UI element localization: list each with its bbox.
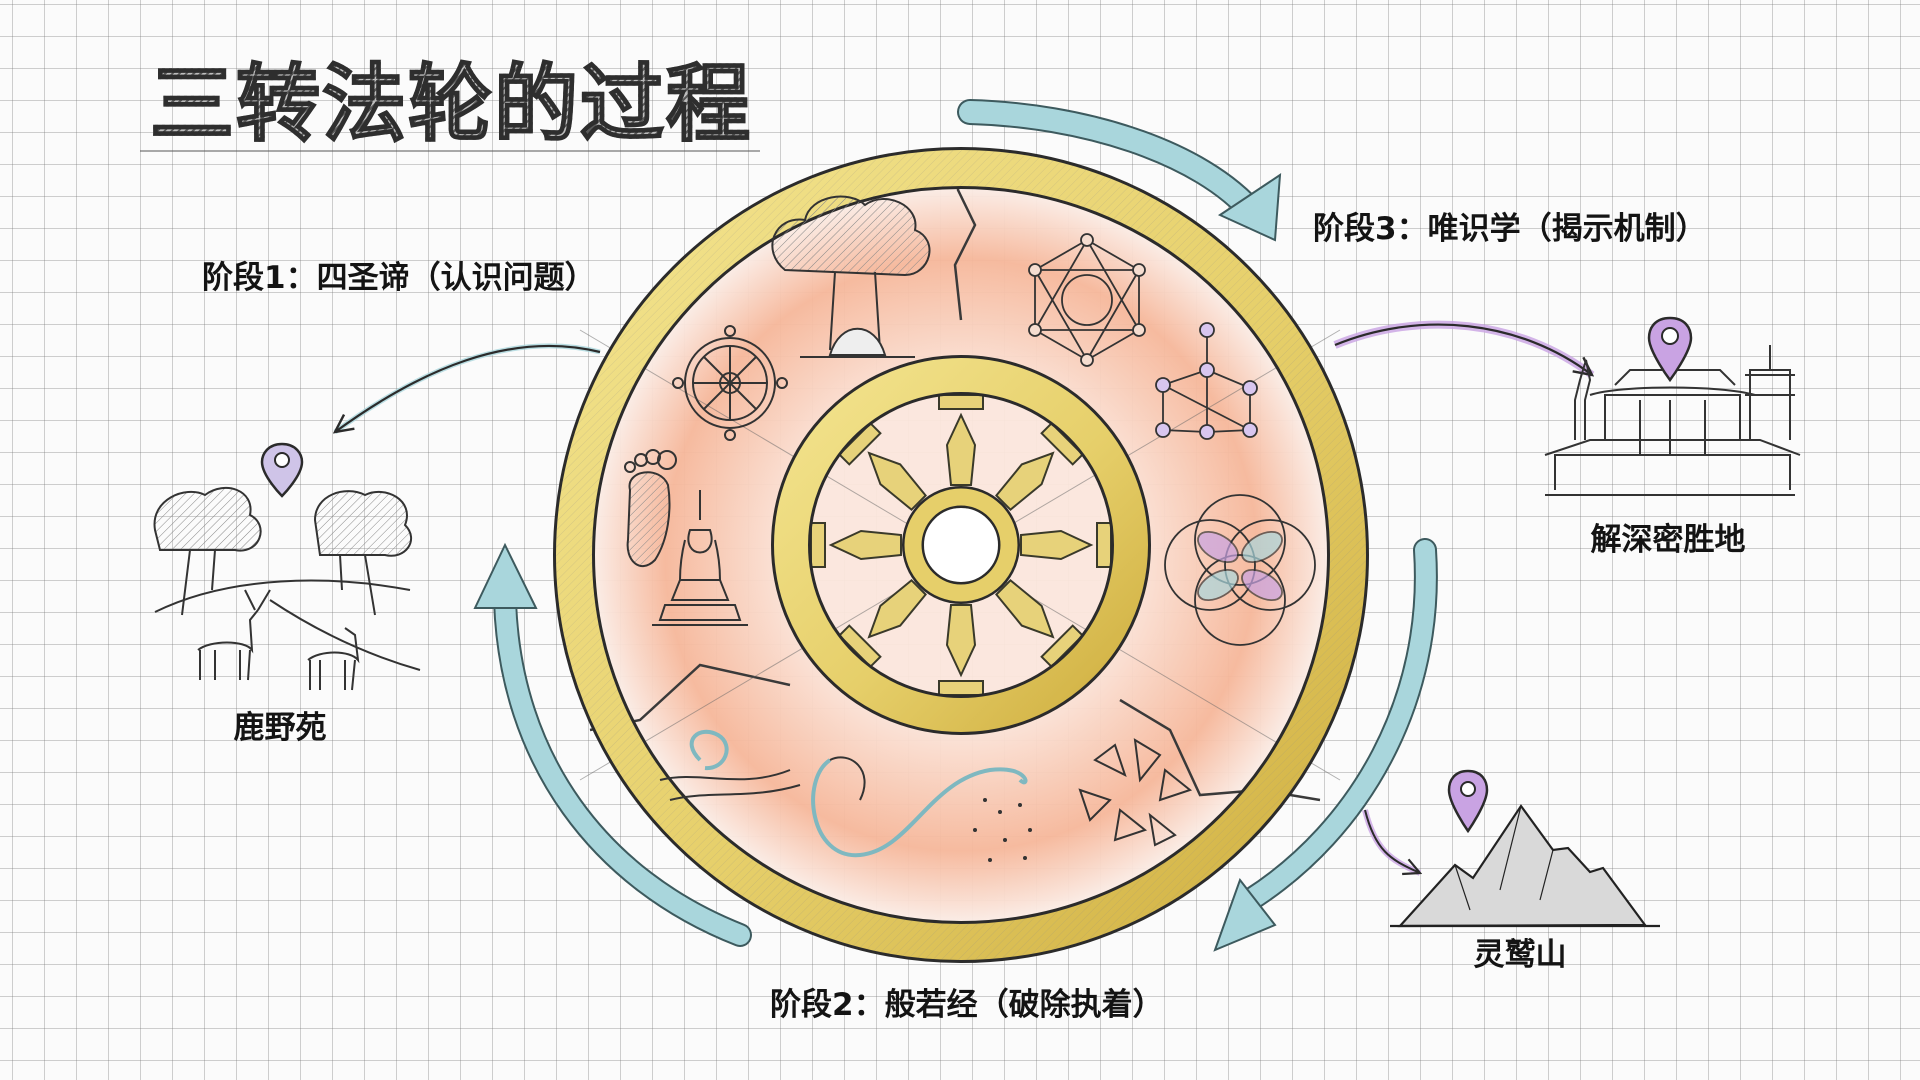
shattered-fragments-icon xyxy=(1078,738,1193,847)
deer-icon xyxy=(197,589,360,691)
stage2-label: 阶段2：般若经（破除执着） xyxy=(770,987,1164,1023)
outer-wheel xyxy=(553,147,1369,963)
bodhi-tree-buddha-icon xyxy=(771,195,931,358)
footprint-icon xyxy=(624,449,677,568)
title-underline xyxy=(140,150,760,152)
place-arrows xyxy=(335,320,1595,876)
sacred-geometry-icon xyxy=(1028,233,1146,367)
stage1-label: 阶段1：四圣谛（认识问题） xyxy=(202,260,596,296)
page-title: 三转法轮的过程 xyxy=(149,55,753,153)
stage1-icons xyxy=(624,195,931,626)
stage3-label: 阶段3：唯识学（揭示机制） xyxy=(1313,211,1707,247)
stupa-icon xyxy=(652,490,748,626)
wind-swirl-icon xyxy=(659,729,801,801)
stage3-icons xyxy=(1028,233,1316,646)
cycle-arrows xyxy=(473,99,1438,952)
deer-park-illustration xyxy=(153,486,421,691)
inner-dharma-wheel xyxy=(771,355,1151,735)
dotted-void-icon xyxy=(973,798,1032,862)
location-pin-icon xyxy=(1647,316,1693,383)
place-label-temple: 解深密胜地 xyxy=(1590,522,1746,558)
location-pin-icon xyxy=(260,442,304,498)
temple-illustration xyxy=(1544,345,1801,496)
overlapping-circles-icon xyxy=(1164,494,1316,646)
place-label-deer-park: 鹿野苑 xyxy=(233,710,327,746)
node-network-icon xyxy=(1155,322,1258,440)
place-label-vulture-peak: 灵鹫山 xyxy=(1473,937,1567,973)
infinity-loop-icon xyxy=(811,756,1028,858)
dharma-wheel-icon xyxy=(672,325,788,441)
stage2-icons xyxy=(659,729,1193,862)
mountain-illustration xyxy=(1390,804,1660,928)
location-pin-icon xyxy=(1447,769,1489,834)
